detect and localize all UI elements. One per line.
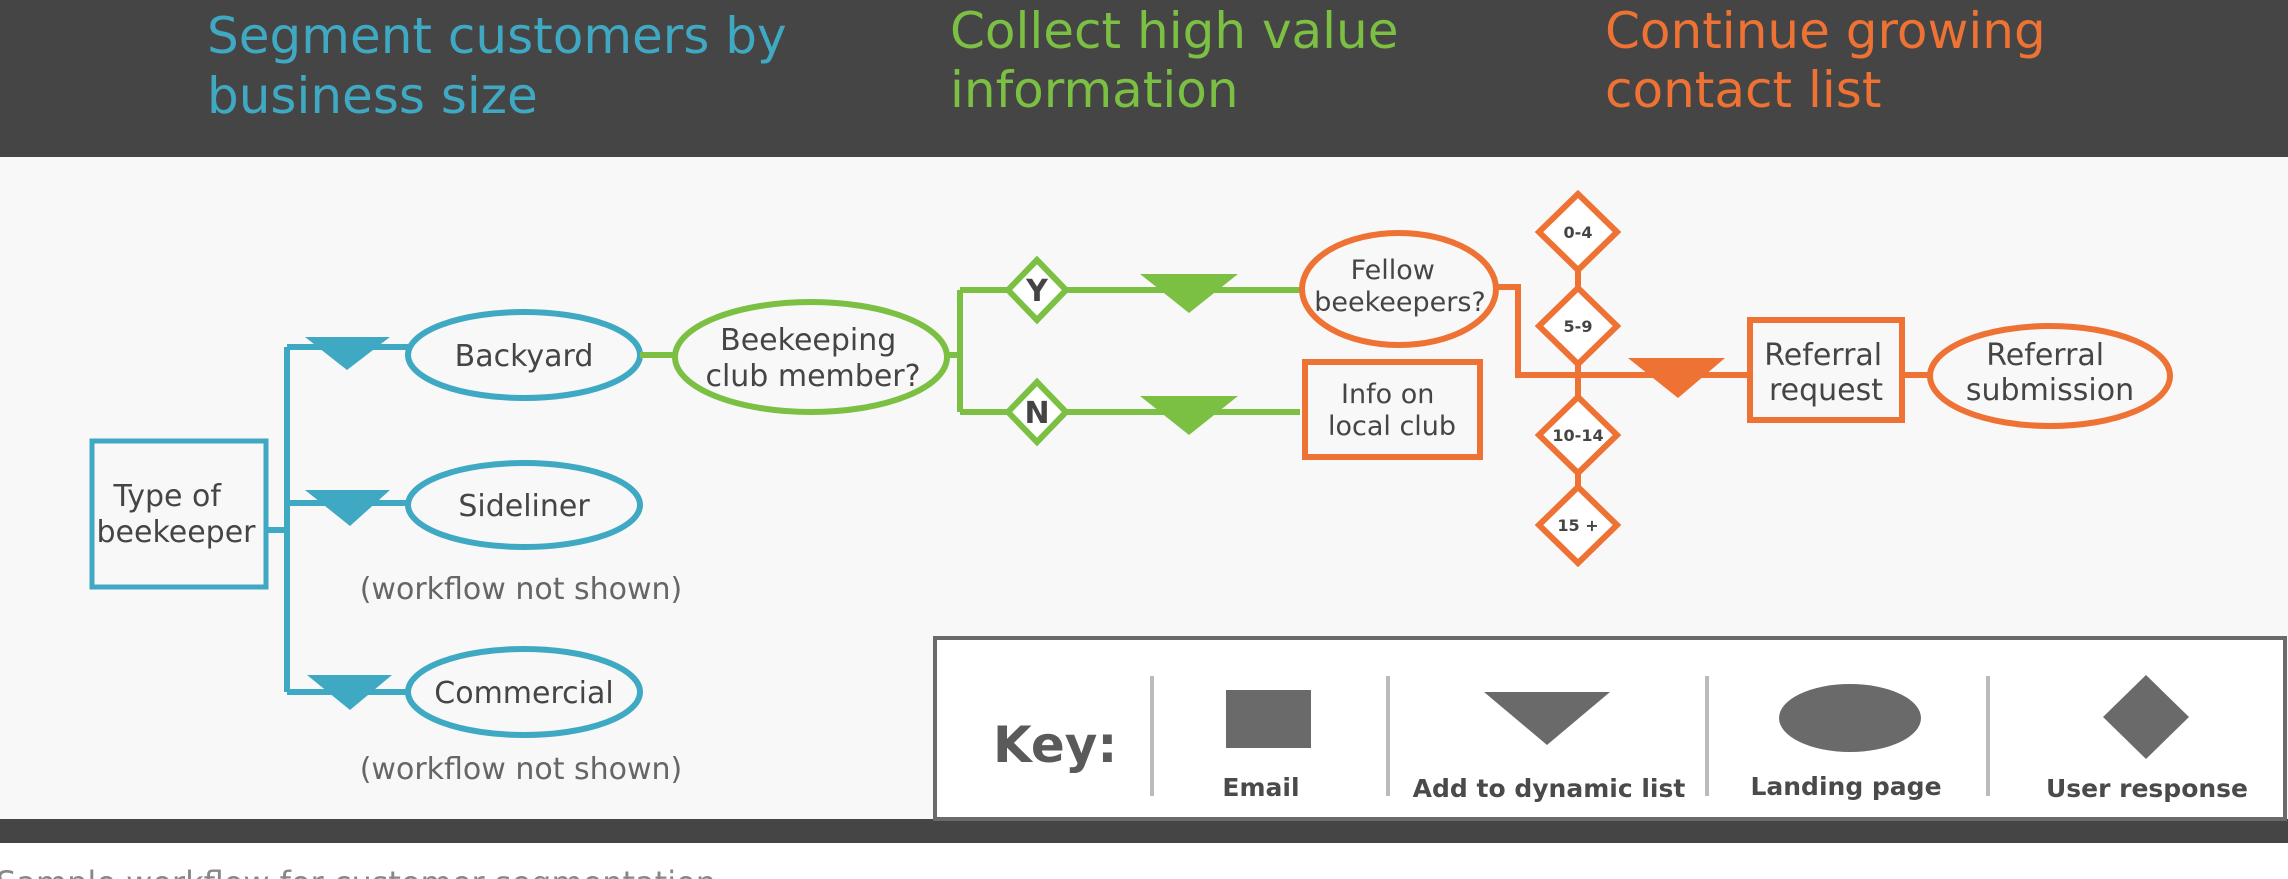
type-of-beekeeper-email <box>89 438 269 590</box>
commercial-label: Commercial <box>434 676 613 711</box>
header-segment: Segment customers by business size <box>207 7 803 125</box>
sideliner-note: (workflow not shown) <box>360 572 683 607</box>
commercial-list-icon <box>307 675 392 710</box>
header-band <box>0 0 2288 157</box>
segment-section: Type of beekeeper Backyard Sideliner Com… <box>89 309 683 787</box>
no-list-icon <box>1140 396 1238 435</box>
key-add-list-icon <box>1484 692 1610 745</box>
fellow-beekeepers-label: Fellow beekeepers? <box>1314 255 1486 318</box>
key-title: Key: <box>993 716 1117 774</box>
referral-submission-label: Referral submission <box>1966 338 2134 408</box>
header-segment-line1: Segment customers by <box>207 7 787 65</box>
yes-response-diamond <box>1003 255 1071 325</box>
club-member-landing <box>672 299 950 415</box>
collect-section: Beekeeping club member? Y N <box>640 255 1300 447</box>
yes-response-label: Y <box>1025 274 1049 309</box>
fellow-beekeepers-landing <box>1299 230 1499 348</box>
legend-key: Key: Email Add to dynamic list Landing p… <box>933 636 2287 821</box>
header-collect-line1: Collect high value <box>950 2 1399 60</box>
sideliner-label: Sideliner <box>458 489 590 524</box>
info-local-club-email <box>1302 359 1483 460</box>
diagram-caption: Sample workflow for customer segmentatio… <box>0 864 716 879</box>
footer-band <box>0 819 2288 843</box>
range-15-plus-diamond <box>1534 482 1622 568</box>
referral-list-icon <box>1628 358 1725 398</box>
no-response-label: N <box>1024 396 1049 431</box>
key-email-icon <box>1226 690 1311 748</box>
range-5-9-diamond <box>1534 283 1622 369</box>
referral-submission-landing <box>1927 323 2173 429</box>
key-email-label: Email <box>1222 773 1299 802</box>
key-box <box>933 636 2287 821</box>
key-landing-icon <box>1779 684 1921 752</box>
range-10-14-diamond <box>1534 392 1622 478</box>
backyard-label: Backyard <box>455 339 594 374</box>
key-user-response-icon <box>2103 675 2189 759</box>
header-continue-line2: contact list <box>1605 61 1881 119</box>
backyard-list-icon <box>305 337 390 370</box>
club-member-label: Beekeeping club member? <box>705 323 920 394</box>
key-user-response-label: User response <box>2046 774 2248 803</box>
no-response-diamond <box>1003 377 1071 447</box>
yes-list-icon <box>1140 274 1238 313</box>
range-0-4-label: 0-4 <box>1564 223 1593 242</box>
key-landing-label: Landing page <box>1750 772 1941 801</box>
range-5-9-label: 5-9 <box>1564 317 1593 336</box>
sideliner-landing <box>405 460 643 550</box>
range-0-4-diamond <box>1534 189 1622 275</box>
type-of-beekeeper-label: Type of beekeeper <box>96 479 256 550</box>
header-collect-line2: information <box>950 61 1239 119</box>
range-15-plus-label: 15 + <box>1557 516 1598 535</box>
key-add-list-label: Add to dynamic list <box>1413 774 1686 803</box>
header-collect: Collect high value information <box>950 2 1414 119</box>
sideliner-list-icon <box>305 490 390 526</box>
header-segment-line2: business size <box>207 67 538 125</box>
header-continue: Continue growing contact list <box>1605 2 2062 119</box>
referral-request-label: Referral request <box>1764 338 1891 408</box>
collect-connector <box>640 287 1300 415</box>
info-local-club-label: Info on local club <box>1328 379 1456 442</box>
commercial-landing <box>405 646 643 738</box>
commercial-note: (workflow not shown) <box>360 752 683 787</box>
range-10-14-label: 10-14 <box>1552 426 1603 445</box>
continue-section: Fellow beekeepers? Info on local club 0-… <box>1299 189 2173 568</box>
referral-request-email <box>1747 317 1905 423</box>
header-continue-line1: Continue growing <box>1605 2 2046 60</box>
